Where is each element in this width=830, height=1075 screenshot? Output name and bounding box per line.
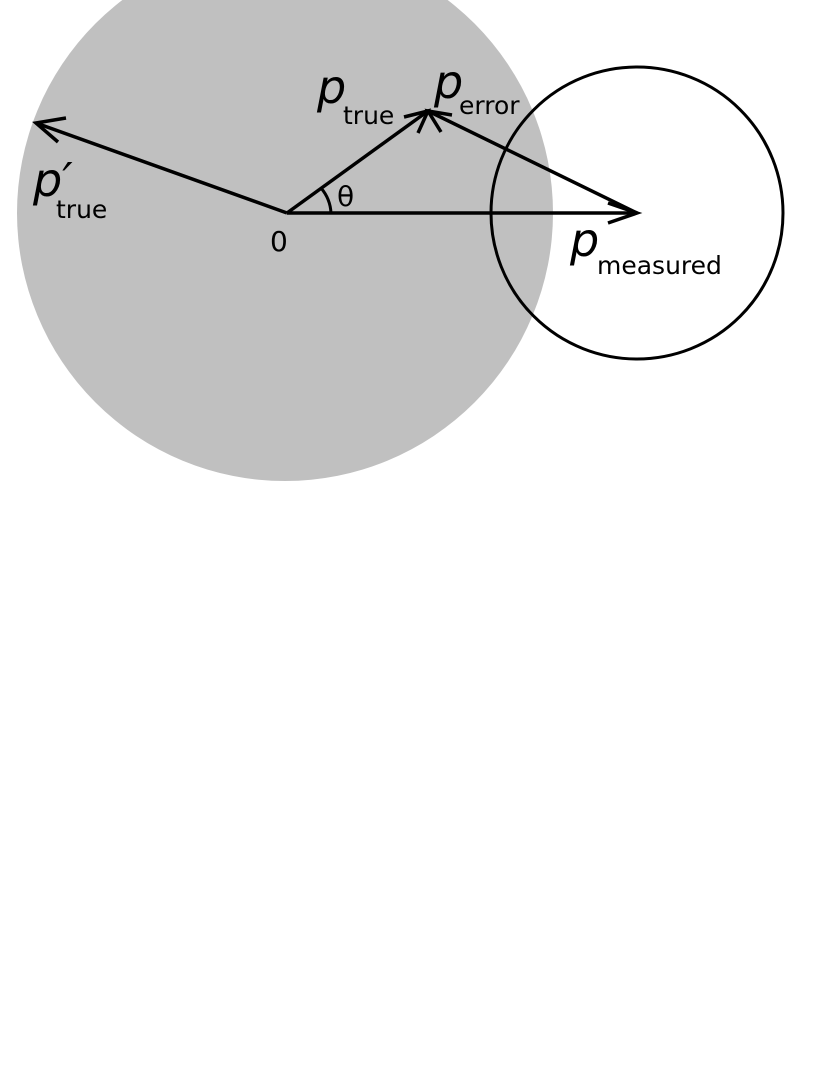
p-measured-label: p bbox=[569, 213, 599, 267]
origin-label: 0 bbox=[270, 225, 288, 258]
p-true-prime-label: p′ bbox=[32, 153, 73, 207]
p-measured-subscript: measured bbox=[597, 251, 722, 280]
p-error-subscript: error bbox=[459, 91, 520, 120]
p-error-vector bbox=[424, 108, 638, 215]
p-true-subscript: true bbox=[343, 101, 394, 130]
p-true-prime-subscript: true bbox=[56, 195, 107, 224]
theta-angle-arc bbox=[319, 187, 333, 214]
p-error-label: p bbox=[433, 55, 463, 109]
p-true-prime-vector bbox=[32, 116, 288, 215]
theta-label: θ bbox=[337, 180, 354, 213]
possible-true-region bbox=[17, 0, 553, 481]
p-true-label: p bbox=[316, 60, 346, 114]
